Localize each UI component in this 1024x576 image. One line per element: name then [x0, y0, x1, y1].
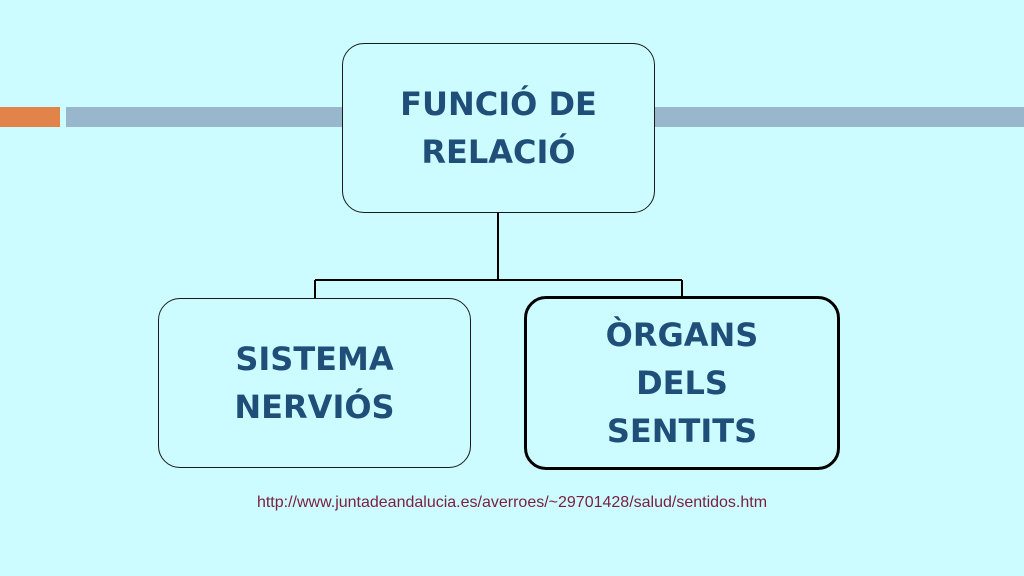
- node-left-label: SISTEMA NERVIÓS: [234, 340, 395, 426]
- accent-bar-orange: [0, 107, 60, 127]
- node-organs-dels-sentits[interactable]: ÒRGANS DELS SENTITS: [524, 296, 840, 470]
- source-url-link[interactable]: http://www.juntadeandalucia.es/averroes/…: [256, 494, 768, 511]
- node-funcio-de-relacio[interactable]: FUNCIÓ DE RELACIÓ: [342, 43, 655, 213]
- node-root-label: FUNCIÓ DE RELACIÓ: [400, 85, 597, 171]
- node-sistema-nervios[interactable]: SISTEMA NERVIÓS: [158, 298, 471, 468]
- node-right-label: ÒRGANS DELS SENTITS: [605, 316, 759, 450]
